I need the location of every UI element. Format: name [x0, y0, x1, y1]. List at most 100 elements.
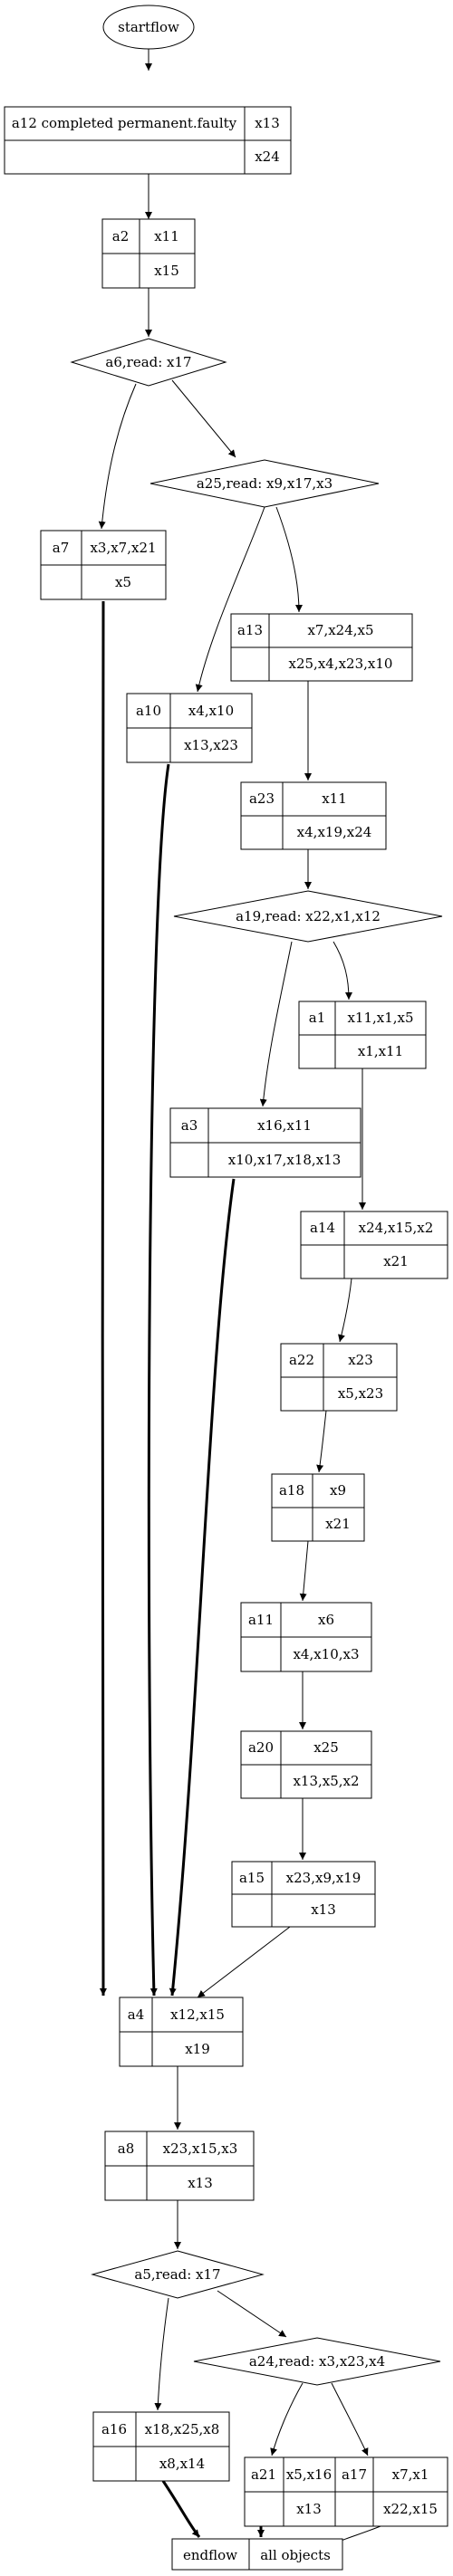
node-a4-name: a4: [128, 2006, 145, 2023]
decision-a6: a6,read: x17: [70, 338, 227, 387]
node-a14-name: a14: [310, 1220, 335, 1236]
node-a13-name: a13: [237, 622, 263, 638]
node-a17-top: x7,x1: [392, 2466, 429, 2483]
decision-a19-label: a19,read: x22,x1,x12: [236, 908, 381, 924]
decision-a25: a25,read: x9,x17,x3: [149, 459, 380, 508]
node-a22-name: a22: [289, 1352, 314, 1368]
node-a21-name: a21: [251, 2466, 276, 2483]
node-a12-top: x13: [255, 115, 280, 131]
node-a2-bottom: x15: [154, 263, 179, 279]
edge-a16-end: [161, 2480, 201, 2538]
end-label: endflow: [183, 2547, 237, 2563]
edge-a19-a1: [333, 941, 352, 1001]
end-objects: all objects: [260, 2547, 331, 2563]
node-a11-top: x6: [318, 1612, 334, 1628]
node-a17: a17 x7,x1 x22,x15: [334, 2456, 448, 2527]
node-a7: a7 x3,x7,x21 x5: [40, 530, 167, 600]
node-a7-top: x3,x7,x21: [90, 540, 156, 556]
edge-a24-a21: [270, 2382, 304, 2456]
decision-a5-label: a5,read: x17: [134, 2266, 220, 2283]
node-a17-bottom: x22,x15: [383, 2501, 438, 2517]
node-a12-bottom: x24: [255, 148, 280, 165]
node-a1: a1 x11,x1,x5 x1,x11: [298, 1001, 427, 1069]
node-a4-bottom: x19: [185, 2041, 210, 2057]
node-a15-name: a15: [239, 1870, 265, 1886]
node-a1-top: x11,x1,x5: [347, 1010, 413, 1026]
node-a22-top: x23: [348, 1352, 373, 1368]
node-a21: a21 x5,x16 x13: [244, 2456, 336, 2527]
node-a3-bottom: x10,x17,x18,x13: [228, 1152, 342, 1168]
node-a12: a12 completed permanent.faulty x13 x24: [4, 106, 292, 175]
end-node: endflow all objects: [171, 2538, 343, 2571]
node-a23-name: a23: [249, 790, 275, 807]
node-a4: a4 x12,x15 x19: [119, 1997, 244, 2067]
node-a8-top: x23,x15,x3: [163, 2140, 238, 2157]
node-a18-top: x9: [330, 1482, 346, 1499]
edges: [98, 49, 381, 2550]
node-a18-bottom: x21: [325, 1516, 351, 1532]
node-a13: a13 x7,x24,x5 x25,x4,x23,x10: [230, 613, 413, 682]
node-a20-bottom: x13,x5,x2: [293, 1773, 359, 1789]
node-a22-bottom: x5,x23: [338, 1385, 383, 1402]
decision-a24: a24,read: x3,x23,x4: [193, 2337, 441, 2386]
edge-a25-a10: [195, 506, 265, 693]
node-a7-name: a7: [53, 540, 70, 556]
node-a8-bottom: x13: [188, 2175, 213, 2191]
decision-a25-label: a25,read: x9,x17,x3: [197, 475, 333, 492]
node-a16-bottom: x8,x14: [159, 2456, 205, 2472]
edge-a25-a13: [275, 506, 303, 613]
edge-a15-a4: [197, 1926, 291, 1998]
node-a3: a3 x16,x11 x10,x17,x18,x13: [169, 1107, 361, 1178]
edge-a5-a24: [217, 2290, 287, 2338]
node-a16-name: a16: [101, 2421, 127, 2437]
node-a11-bottom: x4,x10,x3: [293, 1646, 359, 1662]
node-a21-bottom: x13: [296, 2501, 322, 2517]
node-a14: a14 x24,x15,x2 x21: [300, 1211, 448, 1279]
node-a15-bottom: x13: [311, 1901, 336, 1918]
edge-a18-a11: [299, 1540, 309, 1602]
node-a3-name: a3: [181, 1117, 198, 1134]
node-a1-bottom: x1,x11: [358, 1043, 403, 1059]
node-a20-top: x25: [313, 1739, 339, 1756]
node-a17-name: a17: [342, 2466, 367, 2483]
node-a16-top: x18,x25,x8: [145, 2421, 220, 2437]
node-a23-bottom: x4,x19,x24: [297, 824, 372, 840]
edge-a7-a4: [99, 600, 107, 1997]
start-node: startflow: [102, 5, 195, 50]
node-a13-bottom: x25,x4,x23,x10: [289, 656, 393, 672]
node-a10-top: x4,x10: [188, 703, 234, 719]
node-a16: a16 x18,x25,x8 x8,x14: [92, 2411, 230, 2482]
node-a8-name: a8: [118, 2140, 135, 2157]
decision-a19: a19,read: x22,x1,x12: [173, 890, 443, 943]
node-a23-top: x11: [322, 790, 347, 807]
node-a20: a20 x25 x13,x5,x2: [240, 1730, 372, 1799]
edge-a22-a18: [316, 1410, 327, 1473]
decision-a24-label: a24,read: x3,x23,x4: [249, 2353, 385, 2370]
node-a3-top: x16,x11: [257, 1117, 312, 1134]
node-a2: a2 x11 x15: [101, 218, 196, 289]
decision-a5: a5,read: x17: [91, 2250, 265, 2299]
node-a1-name: a1: [309, 1010, 326, 1026]
edge-a3-a4: [169, 1178, 236, 1997]
node-a22: a22 x23 x5,x23: [280, 1343, 398, 1412]
node-a7-bottom: x5: [115, 574, 131, 590]
node-a10: a10 x4,x10 x13,x23: [126, 693, 253, 763]
node-a11: a11 x6 x4,x10,x3: [240, 1602, 372, 1672]
node-a13-top: x7,x24,x5: [307, 622, 373, 638]
node-a15-top: x23,x9,x19: [286, 1870, 361, 1886]
edge-a6-a25: [171, 379, 236, 458]
node-a10-bottom: x13,x23: [184, 737, 238, 753]
node-a14-top: x24,x15,x2: [359, 1220, 434, 1236]
node-a23: a23 x11 x4,x19,x24: [240, 781, 387, 850]
edge-a10-a4: [147, 763, 170, 1997]
node-a10-name: a10: [136, 703, 161, 719]
node-a21-top: x5,x16: [286, 2466, 332, 2483]
node-a8: a8 x23,x15,x3 x13: [104, 2131, 255, 2201]
node-a4-top: x12,x15: [170, 2006, 225, 2023]
edge-a24-a17: [331, 2382, 369, 2456]
edge-a5-a16: [154, 2297, 169, 2411]
decision-a6-label: a6,read: x17: [105, 354, 191, 370]
node-a11-name: a11: [248, 1612, 274, 1628]
edge-a14-a22: [338, 1278, 352, 1343]
